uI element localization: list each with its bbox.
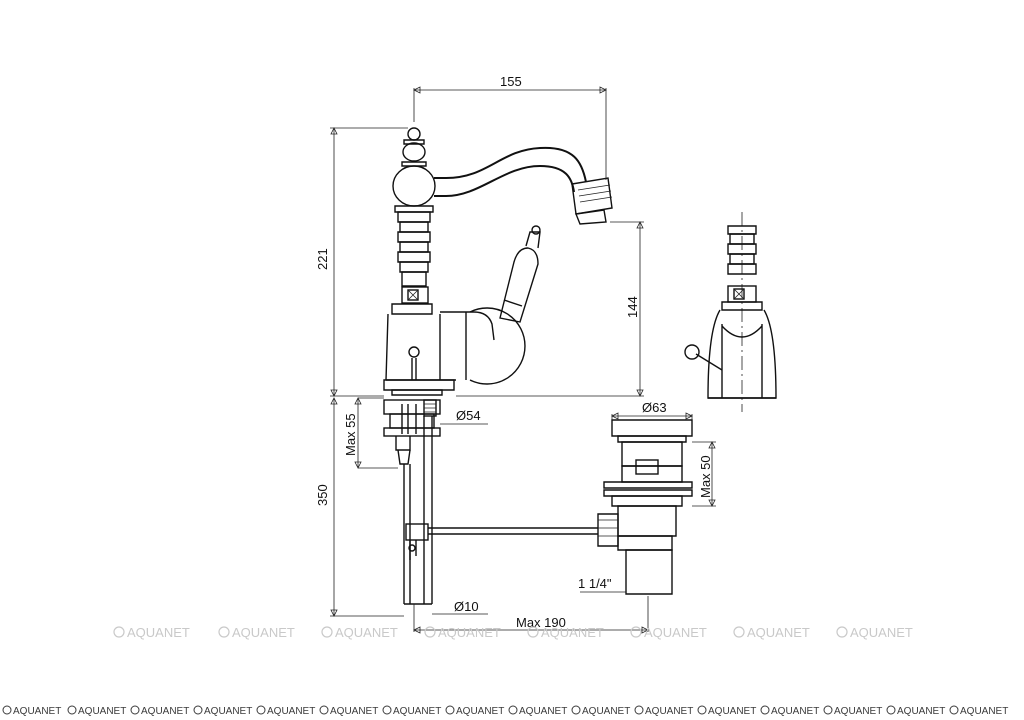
dimension-lines <box>330 86 716 634</box>
watermark-strip-item: AQUANET <box>267 706 315 717</box>
watermark-item: AQUANET <box>218 625 295 640</box>
dimension-labels: 155 221 144 Max 55 Ø54 Ø63 Max 50 350 1 … <box>315 74 713 630</box>
watermark-item: AQUANET <box>733 625 810 640</box>
watermark-faint-row: AQUANET AQUANET AQUANET AQUANET AQUANET … <box>113 625 913 640</box>
dim-spout-height: 144 <box>625 296 640 318</box>
watermark-strip-item: AQUANET <box>960 706 1008 717</box>
dim-max-deck: Max 55 <box>343 413 358 456</box>
dim-rod-diameter: Ø10 <box>454 599 479 614</box>
watermark-item: AQUANET <box>836 625 913 640</box>
watermark-strip-item: AQUANET <box>897 706 945 717</box>
watermark-strip-item: AQUANET <box>204 706 252 717</box>
svg-text:AQUANET: AQUANET <box>232 625 295 640</box>
watermark-strip-item: AQUANET <box>141 706 189 717</box>
watermark-strip-item: AQUANET <box>393 706 441 717</box>
watermark-item: AQUANET <box>630 625 707 640</box>
dim-tail-length: 350 <box>315 484 330 506</box>
watermark-item: AQUANET <box>527 625 604 640</box>
watermark-strip-item: AQUANET <box>645 706 693 717</box>
waste-assembly <box>597 419 693 595</box>
watermark-strip-item: AQUANET <box>771 706 819 717</box>
watermark-strip-item: AQUANET <box>708 706 756 717</box>
dim-spout-reach: 155 <box>500 74 522 89</box>
watermark-strip-item: AQUANET <box>834 706 882 717</box>
underdeck-assembly <box>383 399 598 605</box>
watermark-strip-item: AQUANET <box>13 706 61 717</box>
svg-text:AQUANET: AQUANET <box>335 625 398 640</box>
dim-waste-diameter: Ø63 <box>642 400 667 415</box>
dim-waste-thread: 1 1/4" <box>578 576 612 591</box>
watermark-item: AQUANET <box>424 625 501 640</box>
dim-max-reach: Max 190 <box>516 615 566 630</box>
dim-waste-max: Max 50 <box>698 455 713 498</box>
watermark-strip-item: AQUANET <box>456 706 504 717</box>
mixer-front-view <box>383 127 613 396</box>
dim-flange-diameter: Ø54 <box>456 408 481 423</box>
svg-text:AQUANET: AQUANET <box>850 625 913 640</box>
svg-text:AQUANET: AQUANET <box>541 625 604 640</box>
svg-text:AQUANET: AQUANET <box>127 625 190 640</box>
svg-text:AQUANET: AQUANET <box>644 625 707 640</box>
watermark-strip-item: AQUANET <box>78 706 126 717</box>
dim-total-height: 221 <box>315 248 330 270</box>
mixer-side-view <box>684 212 777 412</box>
svg-text:AQUANET: AQUANET <box>438 625 501 640</box>
watermark-item: AQUANET <box>113 625 190 640</box>
watermark-strip-item: AQUANET <box>519 706 567 717</box>
watermark-strip-item: AQUANET <box>582 706 630 717</box>
watermark-strip-item: AQUANET <box>330 706 378 717</box>
svg-text:AQUANET: AQUANET <box>747 625 810 640</box>
watermark-strip: AQUANET AQUANET AQUANET AQUANET AQUANET … <box>2 705 1008 717</box>
watermark-item: AQUANET <box>321 625 398 640</box>
